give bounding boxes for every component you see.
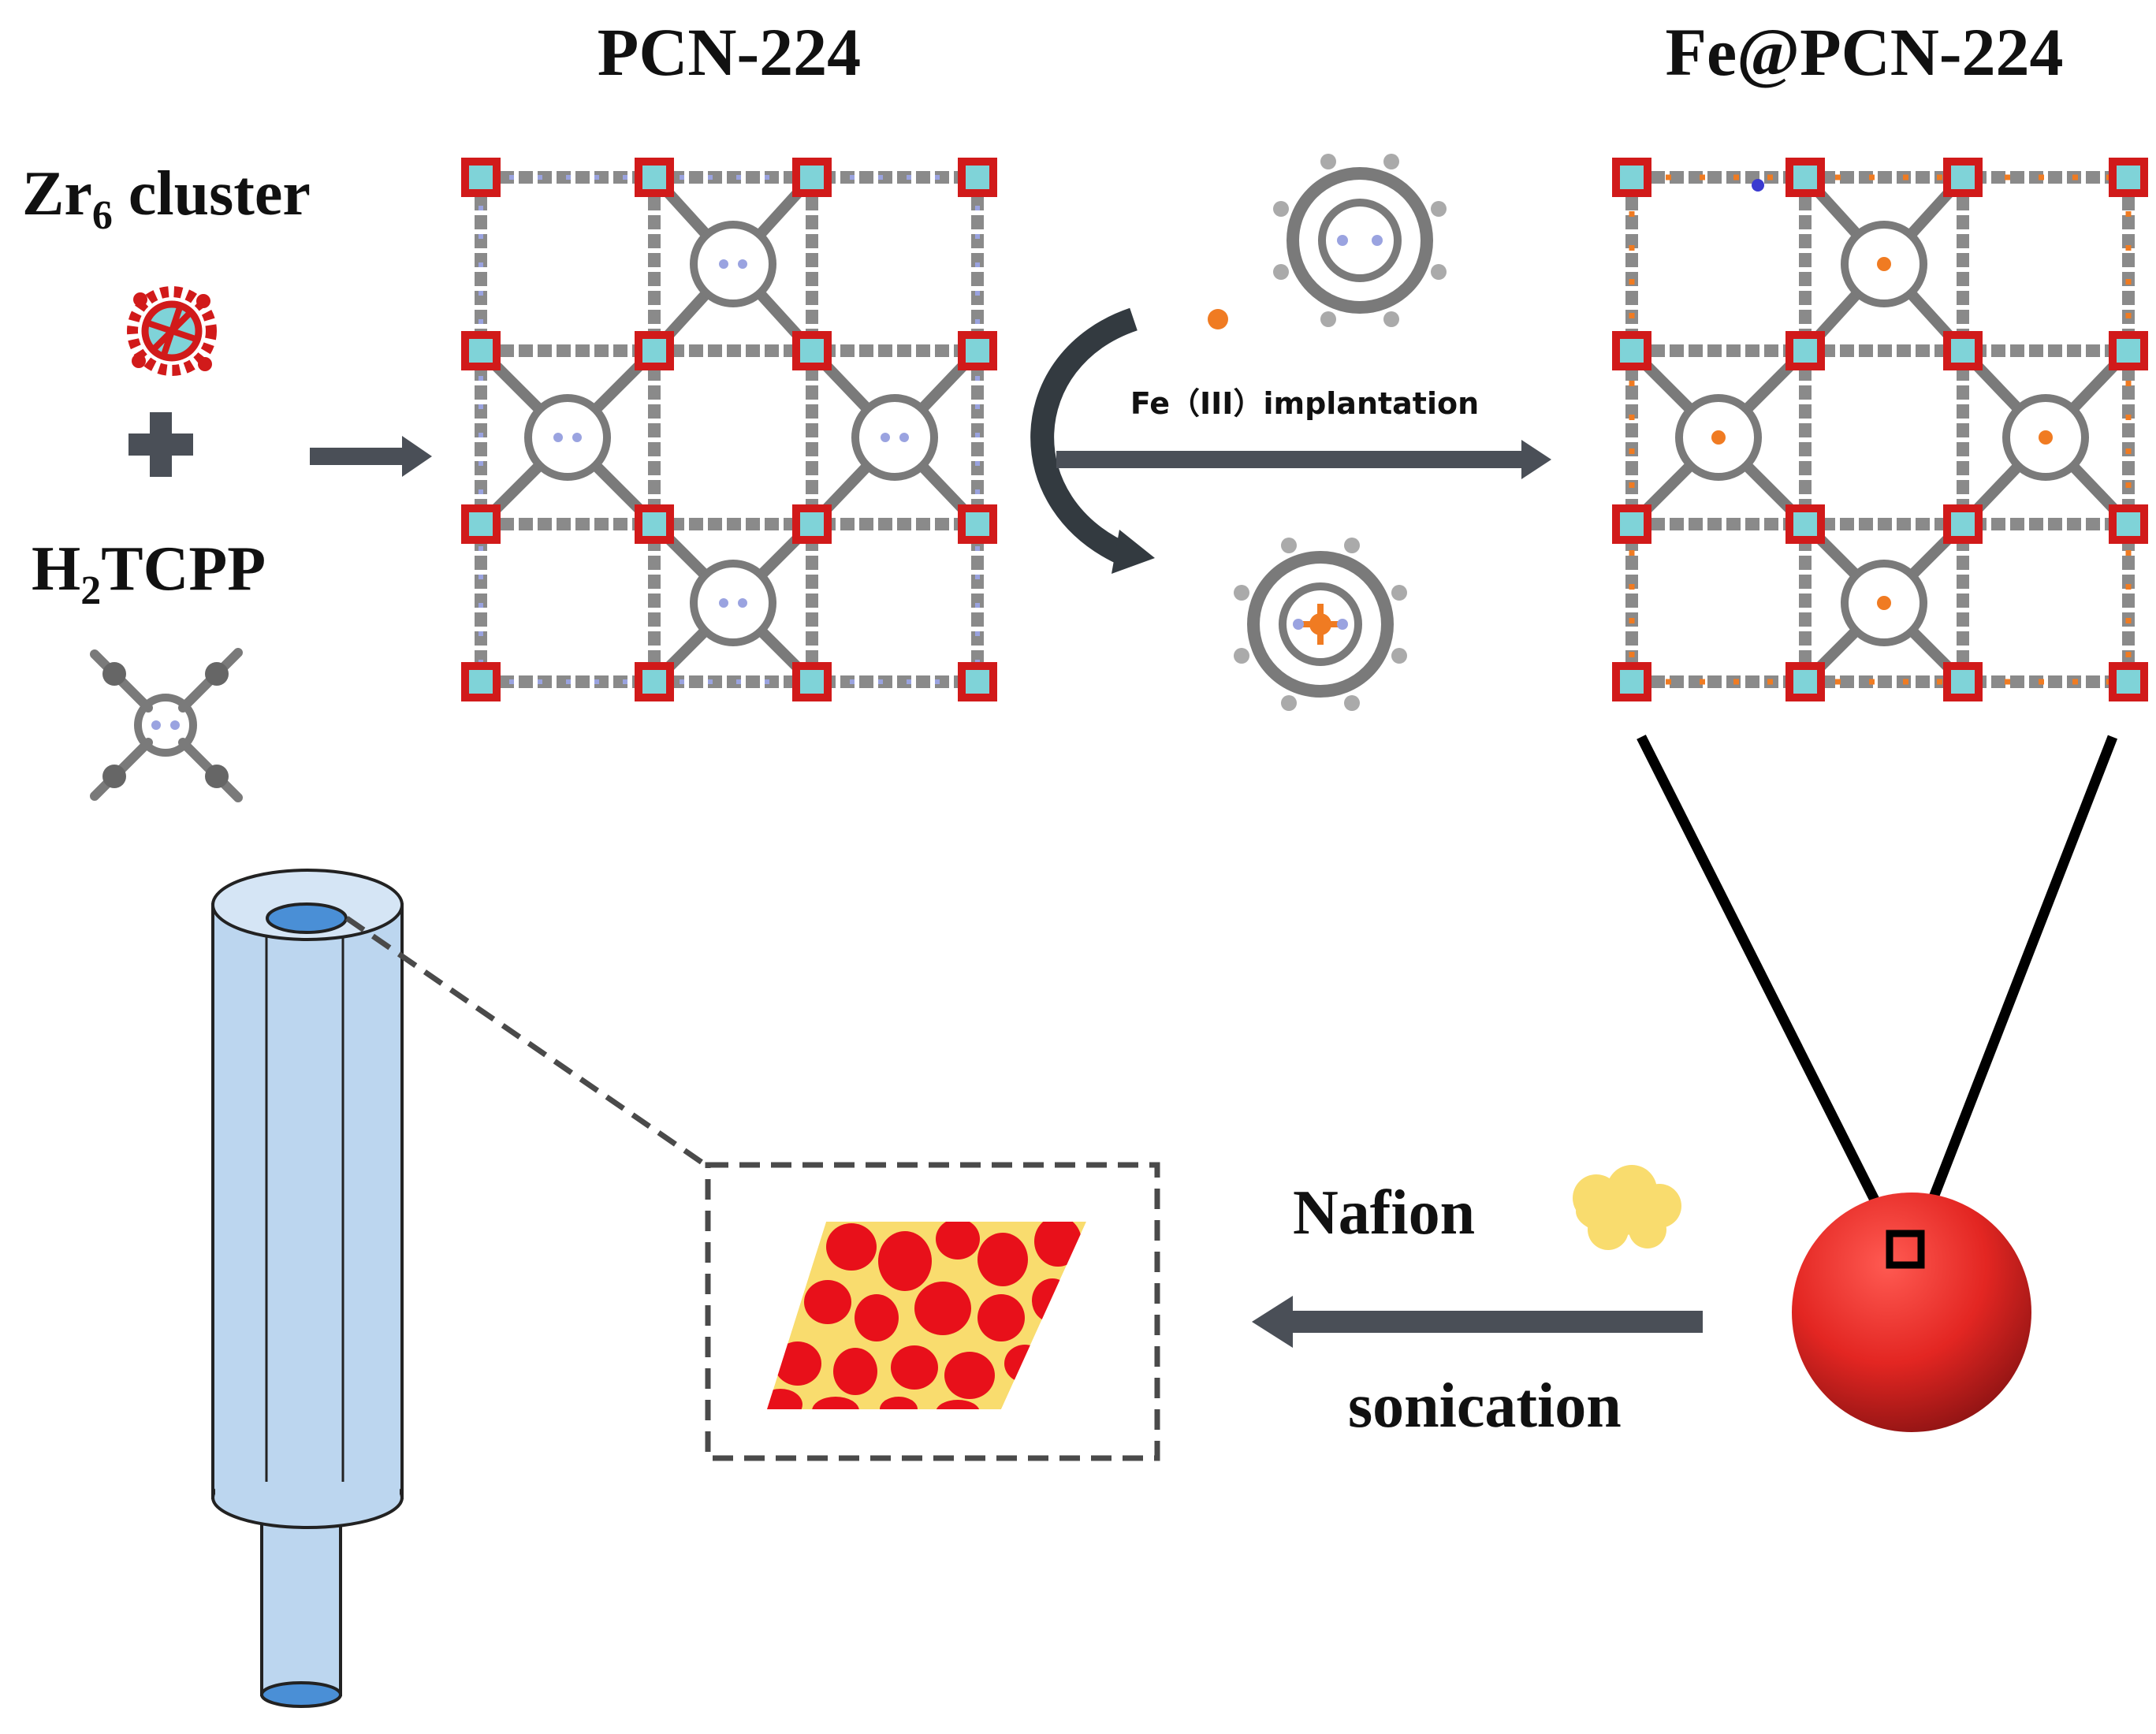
film-inset-box	[705, 1162, 1160, 1461]
zoom-box	[1886, 1230, 1925, 1269]
nafion-mof-film	[767, 1222, 1086, 1409]
synthesis-arrow	[310, 436, 432, 477]
implantation-arrow	[1056, 440, 1551, 479]
h2tcpp-label: H2TCPP	[32, 534, 266, 613]
zr6-cluster-icon	[127, 286, 217, 376]
curved-arrow	[1030, 307, 1155, 574]
free-porphyrin-icon	[1273, 154, 1447, 327]
sonication-label: sonication	[1348, 1371, 1622, 1441]
electrode-zoom-line	[345, 916, 709, 1169]
fe-porphyrin-icon	[1234, 538, 1407, 711]
zr-cluster-label: Zr6 cluster	[22, 159, 311, 238]
zoom-lines	[1637, 735, 2118, 1232]
pcn224-framework	[461, 158, 997, 701]
nafion-cloud-icon	[1573, 1165, 1681, 1250]
particle-sphere-icon	[1792, 1193, 2031, 1432]
glassy-carbon-electrode-icon	[211, 869, 404, 1708]
plus-icon	[128, 412, 193, 477]
fe-ion-dot	[1208, 309, 1228, 329]
fe-pcn224-title: Fe@PCN-224	[1665, 14, 2063, 90]
fe-pcn224-framework	[1612, 158, 2148, 701]
nafion-label: Nafion	[1293, 1178, 1475, 1248]
h2tcpp-molecule-icon	[90, 648, 243, 802]
pcn224-title: PCN-224	[598, 14, 861, 90]
sonication-arrow	[1252, 1296, 1703, 1348]
fe-implantation-label: Fe（III）implantation	[1130, 386, 1479, 421]
